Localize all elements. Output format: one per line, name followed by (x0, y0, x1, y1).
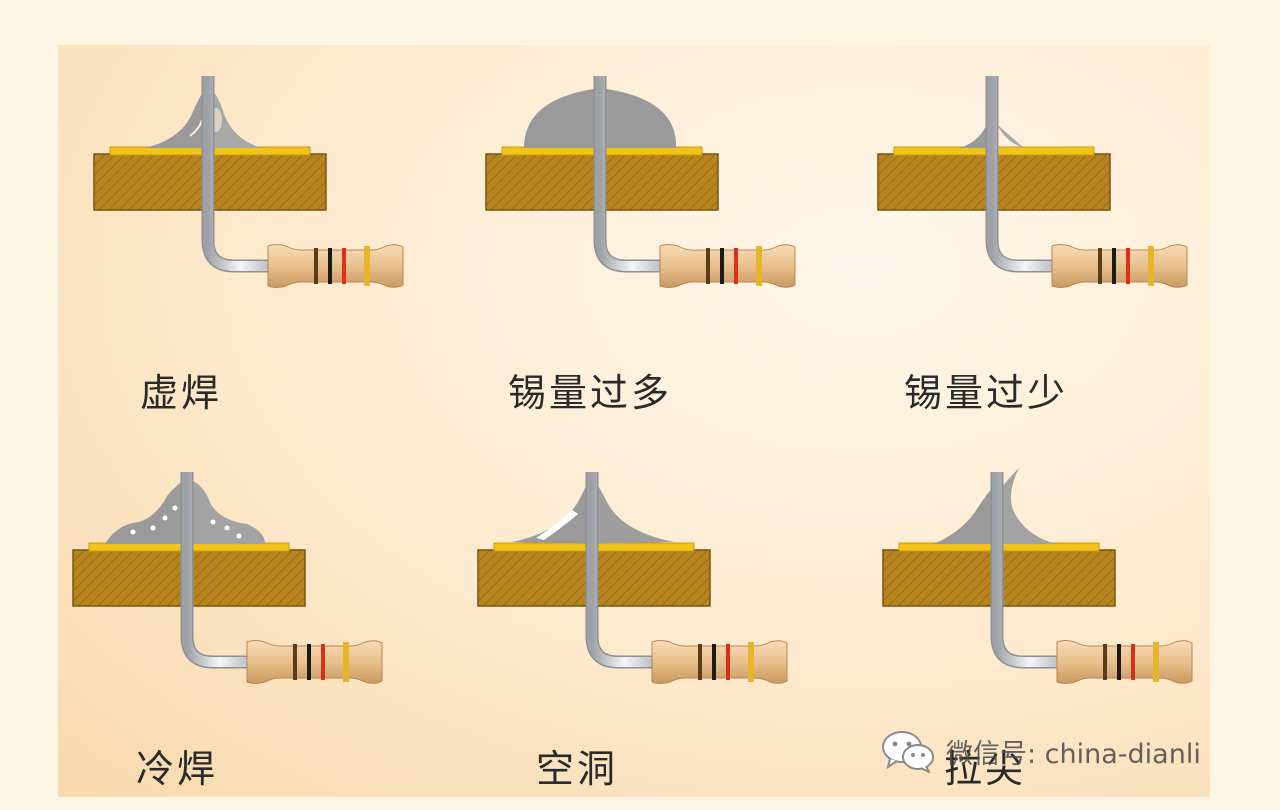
resistor-band (698, 644, 702, 680)
resistor-band (328, 248, 332, 284)
porosity-dot (224, 525, 230, 531)
diagram-virtual-solder (90, 70, 410, 290)
insufficient-solder-illustration (877, 76, 1188, 288)
resistor-body (1056, 640, 1193, 684)
resistor-band (706, 248, 710, 284)
resistor-band (1131, 644, 1135, 680)
porosity-dot (172, 505, 178, 511)
solder-fillet (105, 478, 187, 544)
resistor-band (293, 644, 297, 680)
component-lead (595, 76, 672, 271)
component-lead (987, 76, 1064, 271)
resistor-band (1112, 248, 1116, 284)
excess-solder-illustration (485, 76, 796, 288)
resistor-band (1153, 642, 1159, 682)
resistor-band (1117, 644, 1121, 680)
resistor-band (734, 248, 738, 284)
component-lead (587, 472, 664, 667)
diagram-cold-solder (69, 466, 389, 686)
watermark-text: 微信号: china-dianli (946, 738, 1201, 770)
component-lead (992, 472, 1069, 667)
solder-fillet (933, 482, 997, 544)
label-void: 空洞 (536, 747, 619, 791)
wechat-icon (882, 731, 934, 773)
solder-fillet (592, 476, 674, 544)
diagram-void (474, 466, 794, 686)
resistor-band (1126, 248, 1130, 284)
resistor-body (651, 640, 788, 684)
diagram-excess-solder (482, 70, 802, 290)
diagram-insufficient-solder (874, 70, 1194, 290)
resistor-band (364, 246, 370, 286)
component-lead (203, 76, 280, 271)
resistor-band (720, 248, 724, 284)
virtual-solder-illustration (93, 76, 404, 288)
resistor-band (1098, 248, 1102, 284)
component-lead (182, 472, 259, 667)
solder-spike (997, 468, 1057, 544)
pulled-tip-illustration (882, 468, 1193, 684)
resistor-band (307, 644, 311, 680)
resistor-band (1103, 644, 1107, 680)
resistor-band (342, 248, 346, 284)
resistor-band (343, 642, 349, 682)
solder-fillet (960, 120, 992, 148)
porosity-dot (236, 533, 242, 539)
porosity-dot (162, 515, 168, 521)
porosity-dot (150, 525, 156, 531)
diagram-pulled-tip (879, 466, 1199, 686)
resistor-band (748, 642, 754, 682)
label-cold-solder: 冷焊 (136, 747, 219, 791)
label-virtual-solder: 虚焊 (140, 371, 223, 415)
resistor-body (246, 640, 383, 684)
cold-solder-illustration (72, 472, 383, 684)
void-illustration (477, 472, 788, 684)
solder-fillet (992, 120, 1024, 148)
resistor-band (756, 246, 762, 286)
solder-fillet (144, 86, 208, 148)
porosity-dot (210, 519, 216, 525)
resistor-body (659, 244, 796, 288)
resistor-band (321, 644, 325, 680)
solder-fillet (512, 476, 592, 544)
resistor-body (267, 244, 404, 288)
label-excess-solder: 锡量过多 (508, 371, 673, 415)
solder-fillet (187, 478, 265, 544)
resistor-band (726, 644, 730, 680)
porosity-dot (130, 529, 136, 535)
label-insufficient-solder: 锡量过少 (904, 371, 1069, 415)
resistor-band (1148, 246, 1154, 286)
watermark: 微信号: china-dianli (880, 726, 1201, 776)
void-crack (536, 510, 578, 540)
resistor-body (1051, 244, 1188, 288)
solder-fillet (208, 86, 262, 148)
label-pulled-tip: 拉尖 (944, 747, 1027, 791)
resistor-band (314, 248, 318, 284)
resistor-band (712, 644, 716, 680)
